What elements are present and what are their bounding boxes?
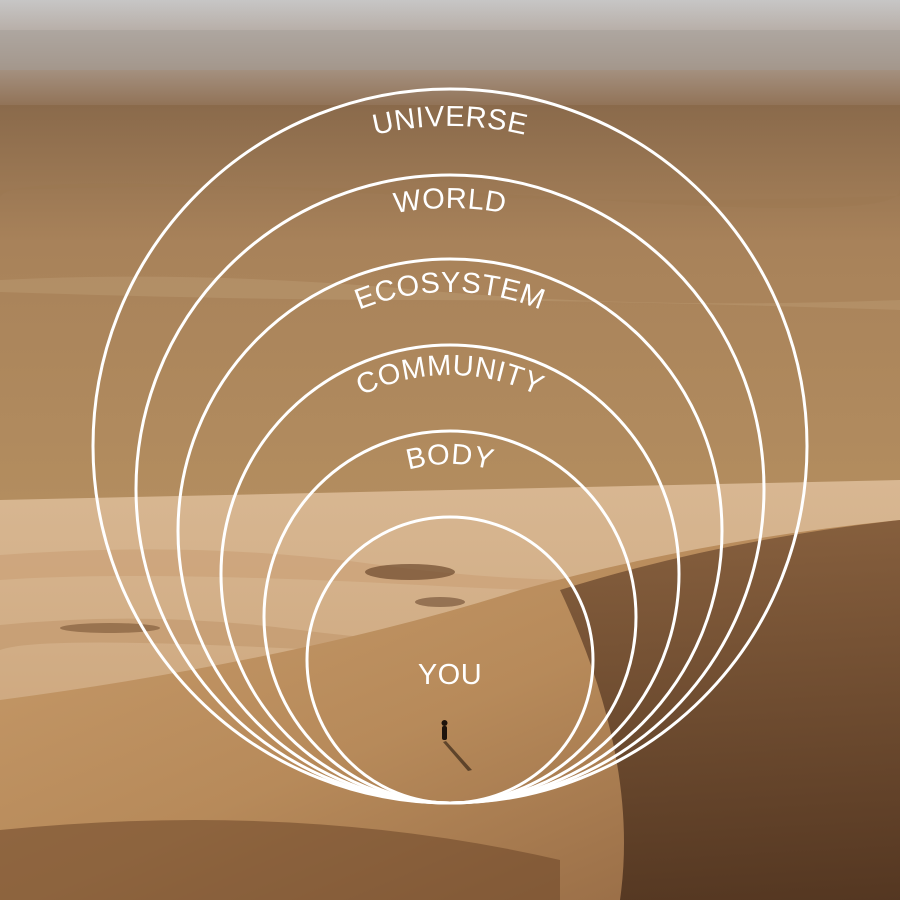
mountain-haze <box>0 30 900 70</box>
ring-label-world: WORLD <box>391 183 508 220</box>
far-plain <box>0 105 900 500</box>
plain-streaks-2 <box>0 183 900 208</box>
dune-shadow-patch-3 <box>60 623 160 633</box>
person-figure <box>441 720 472 771</box>
dune-shadow-patch-2 <box>415 597 465 607</box>
foreground-shadow <box>0 820 560 900</box>
ring-you <box>305 515 595 805</box>
ring-label-you: YOU <box>418 659 482 691</box>
plain-streaks <box>0 276 900 310</box>
dune-shadow-patch <box>365 564 455 580</box>
dune-shadow-side <box>560 520 900 900</box>
rings-layer <box>91 87 809 805</box>
